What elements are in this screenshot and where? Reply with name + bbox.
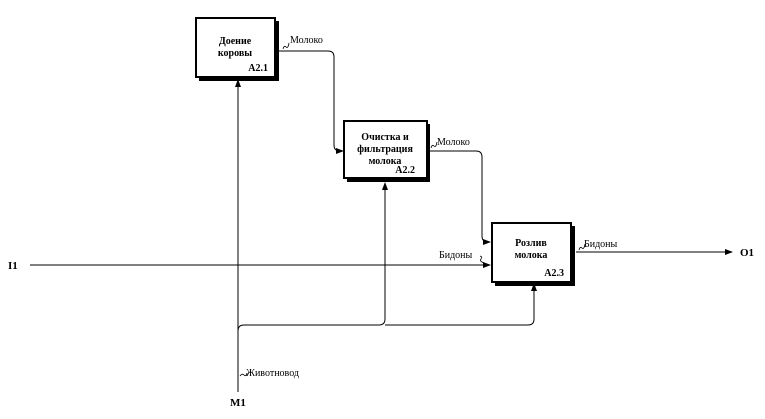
box-title-line: Очистка и <box>361 132 409 143</box>
tunnel-mechanism-label: M1 <box>230 397 246 409</box>
label-milk-1: Молоко <box>282 35 323 50</box>
tunnel-output-label: O1 <box>740 247 754 259</box>
arrow-mechanism-a22 <box>237 182 388 332</box>
arrow-milk-1 <box>277 50 344 154</box>
arrow-milk-2 <box>429 150 491 245</box>
svg-text:Молоко: Молоко <box>290 35 323 46</box>
label-cans-out: Бидоны <box>578 239 618 251</box>
box-title-line: фильтрация <box>357 144 413 155</box>
box-title-line: Доение <box>219 36 252 47</box>
activity-box-a23[interactable]: Розлив молока A2.3 <box>491 222 575 286</box>
box-title-line: молока <box>515 250 548 261</box>
svg-text:Бидоны: Бидоны <box>439 250 473 261</box>
activity-box-a22[interactable]: Очистка и фильтрация молока A2.2 <box>343 120 430 182</box>
box-number: A2.1 <box>248 63 268 74</box>
svg-text:Животновод: Животновод <box>246 368 299 379</box>
label-herder: Животновод <box>239 368 299 379</box>
activity-box-a21[interactable]: Доение коровы A2.1 <box>195 17 279 81</box>
box-title-line: коровы <box>218 48 252 59</box>
label-cans-in: Бидоны <box>439 250 485 264</box>
arrow-mechanism-a23 <box>385 283 537 326</box>
box-title-line: Розлив <box>515 238 547 249</box>
svg-text:Молоко: Молоко <box>437 137 470 148</box>
box-title-line: молока <box>369 156 402 167</box>
tunnel-input-label: I1 <box>8 260 18 272</box>
svg-text:Бидоны: Бидоны <box>584 239 618 250</box>
box-number: A2.2 <box>395 165 415 176</box>
box-number: A2.3 <box>544 268 564 279</box>
label-milk-2: Молоко <box>430 137 470 149</box>
